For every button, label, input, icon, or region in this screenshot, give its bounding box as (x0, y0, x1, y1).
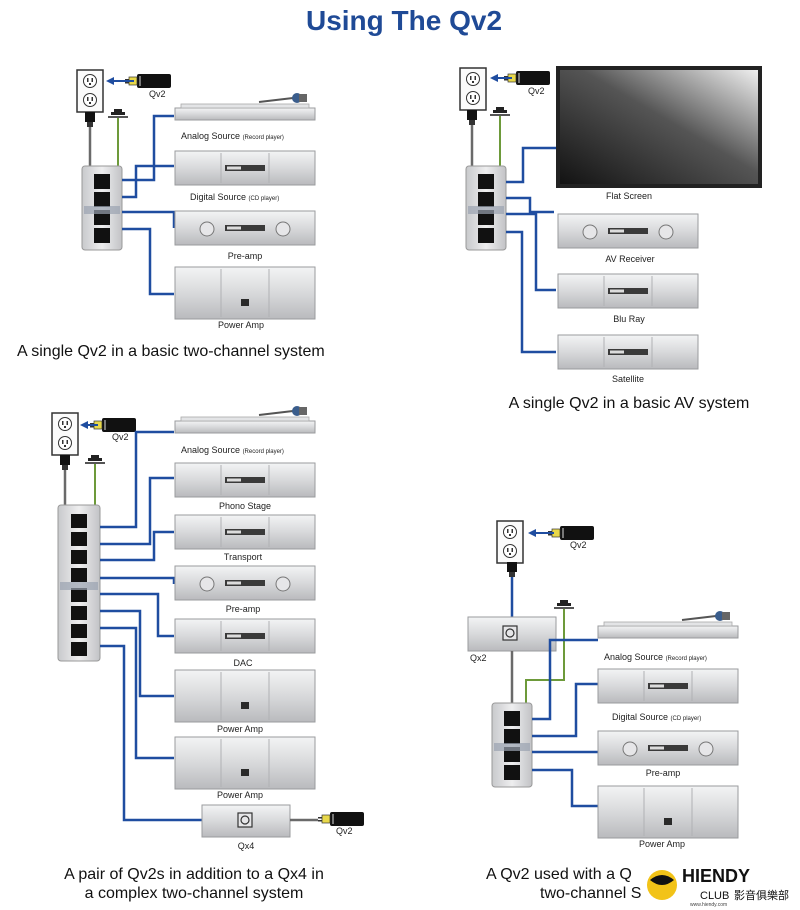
power-amp-icon (174, 736, 316, 790)
qv2-power-strip-long (57, 504, 101, 662)
cd-player-icon (174, 150, 316, 186)
pre-amp-label: Pre-amp (646, 768, 681, 778)
panel-basic-two-channel: Qv2 Analog Source (Record player) Digita… (17, 69, 325, 360)
pre-amp-label: Pre-amp (226, 604, 261, 614)
phono-stage-icon (174, 462, 316, 498)
page-title: Using The Qv2 (306, 5, 502, 36)
arrow-head-icon (528, 529, 536, 537)
digital-source-label: Digital Source (CD player) (190, 192, 279, 202)
pre-amp-icon (597, 730, 739, 766)
ground-post-icon (108, 109, 128, 118)
watermark-brand-sub: 影音俱樂部 (734, 888, 789, 902)
watermark-url: www.hiendy.com (690, 902, 727, 908)
power-amp-label: Power Amp (218, 320, 264, 330)
qv2-label: Qv2 (149, 89, 166, 99)
wall-outlet-icon (76, 69, 104, 113)
digital-source-label: Digital Source (CD player) (612, 712, 701, 722)
satellite-label: Satellite (612, 374, 644, 384)
watermark-logo-mark-icon (650, 875, 674, 885)
plug-icon (85, 112, 95, 127)
watermark-brand: HIENDY (682, 866, 750, 886)
qv2-power-strip (81, 165, 123, 251)
transport-icon (174, 514, 316, 550)
wall-outlet-icon (496, 520, 524, 564)
panel-complex-two-channel: Qv2 Analog Source (Record player) Phono … (51, 405, 365, 902)
qv2-power-strip (465, 165, 507, 251)
ground-post-icon (85, 455, 105, 464)
transport-label: Transport (224, 552, 263, 562)
watermark-club: CLUB (700, 890, 729, 902)
qv2-label: Qv2 (336, 826, 353, 836)
qv2-icon (547, 525, 595, 541)
pre-amp-label: Pre-amp (228, 251, 263, 261)
qv2-label: Qv2 (112, 432, 129, 442)
dac-label: DAC (233, 658, 253, 668)
power-amp-icon (174, 669, 316, 723)
power-amp-icon (174, 266, 316, 320)
qv2-power-strip (491, 702, 533, 788)
arrow-head-icon (80, 421, 88, 429)
qv2-label: Qv2 (570, 540, 587, 550)
wall-outlet-icon (459, 67, 487, 111)
caption-basic-av: A single Qv2 in a basic AV system (509, 395, 750, 412)
wall-outlet-icon (51, 412, 79, 456)
qx2-icon (467, 616, 557, 652)
caption-qx2-line2: two-channel S (540, 885, 641, 902)
cd-player-icon (597, 668, 739, 704)
dac-icon (174, 618, 316, 654)
phono-stage-label: Phono Stage (219, 501, 271, 511)
qv2-label: Qv2 (528, 86, 545, 96)
turntable-icon (597, 610, 739, 639)
power-amp-label: Power Amp (217, 724, 263, 734)
analog-source-label: Analog Source (Record player) (181, 445, 284, 455)
pre-amp-icon (174, 210, 316, 246)
turntable-icon (174, 405, 316, 434)
caption-basic-two-channel: A single Qv2 in a basic two-channel syst… (17, 343, 325, 360)
caption-complex-line1: A pair of Qv2s in addition to a Qx4 in (64, 866, 324, 883)
qx4-icon (201, 804, 291, 838)
satellite-icon (557, 334, 699, 370)
blu-ray-icon (557, 273, 699, 309)
power-amp-icon (597, 785, 739, 839)
plug-icon (507, 562, 517, 577)
analog-source-label: Analog Source (Record player) (604, 652, 707, 662)
arrow-head-icon (490, 74, 498, 82)
watermark: HIENDY CLUB 影音俱樂部 www.hiendy.com (647, 866, 789, 908)
flat-screen-label: Flat Screen (606, 191, 652, 201)
panel-basic-av: Qv2 Flat Screen AV Receiver Blu Ray Sate… (459, 66, 762, 412)
panel-qx2-two-channel: Qv2 Qx2 Analog Source (Record player) Di… (467, 520, 739, 902)
caption-qx2-line1: A Qv2 used with a Q (486, 866, 632, 883)
qx2-label: Qx2 (470, 653, 487, 663)
pre-amp-icon (174, 565, 316, 601)
av-receiver-label: AV Receiver (605, 254, 654, 264)
blu-ray-label: Blu Ray (613, 314, 645, 324)
arrow-head-icon (106, 77, 114, 85)
av-receiver-icon (557, 213, 699, 249)
ground-post-icon (554, 600, 574, 609)
qv2-icon (317, 811, 365, 827)
power-amp-label: Power Amp (217, 790, 263, 800)
qx4-label: Qx4 (238, 841, 255, 851)
analog-source-label: Analog Source (Record player) (181, 131, 284, 141)
turntable-icon (174, 92, 316, 121)
caption-complex-line2: a complex two-channel system (85, 885, 304, 902)
plug-icon (60, 455, 70, 470)
flat-screen-icon (556, 66, 762, 188)
plug-icon (467, 110, 477, 125)
ground-post-icon (490, 107, 510, 116)
power-amp-label: Power Amp (639, 839, 685, 849)
